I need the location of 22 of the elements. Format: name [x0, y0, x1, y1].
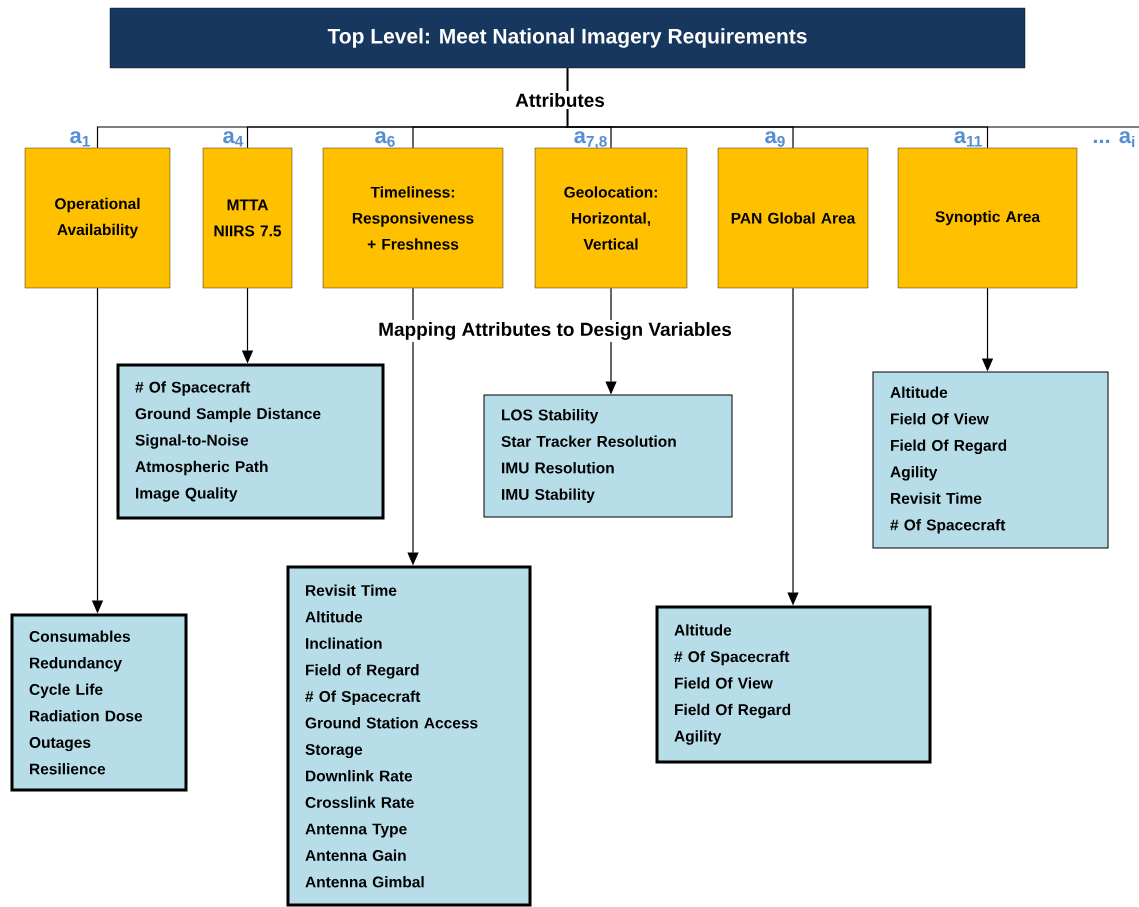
attribute-index: a$_{6}$ — [375, 131, 395, 147]
section-heading: Mapping Attributes to Design Variables — [376, 320, 734, 342]
attribute-index: a$_{4}$ — [223, 131, 244, 147]
title-banner: Top Level: Meet National Imagery Requirements — [109, 7, 1026, 69]
attribute-box: Synoptic Area — [897, 147, 1078, 289]
design-variable-box: # Of Spacecraft Ground Sample Distance Signal-to-Noise Atmospheric Path Image Quality — [116, 363, 385, 520]
design-variable-box: Altitude Field Of View Field Of Regard Agility Revisit Time # Of Spacecraft — [872, 371, 1109, 549]
attribute-index: a$_{9}$ — [765, 131, 785, 147]
design-variable-box: LOS Stability Star Tracker Resolution IMU Resolution IMU Stability — [483, 394, 733, 518]
design-variable-box: Altitude # Of Spacecraft Field Of View Field Of Regard Agility — [655, 605, 932, 764]
attribute-box: Timeliness: Responsiveness + Freshness — [322, 147, 504, 289]
attribute-box: PAN Global Area — [717, 147, 869, 289]
connector — [566, 67, 1139, 128]
attribute-index: a$_{11}$ — [954, 131, 982, 147]
design-variable-box: Revisit Time Altitude Inclination Field of Regard # Of Spacecraft Ground Station Access Storage Downlink Rate Crosslink Rate Antenna Type Antenna Gain Antenna Gimbal — [286, 565, 532, 907]
attribute-box: Operational Availability — [24, 147, 171, 289]
attribute-index: a$_{1}$ — [70, 131, 90, 147]
attribute-index: a$_{7,8}$ — [574, 131, 607, 150]
design-variable-box: Consumables Redundancy Cycle Life Radiation Dose Outages Resilience — [10, 613, 188, 792]
section-heading: Attributes — [513, 91, 607, 109]
attribute-index: ... a$_{i}$ — [1093, 131, 1135, 148]
attribute-box: MTTA NIIRS 7.5 — [202, 147, 293, 289]
